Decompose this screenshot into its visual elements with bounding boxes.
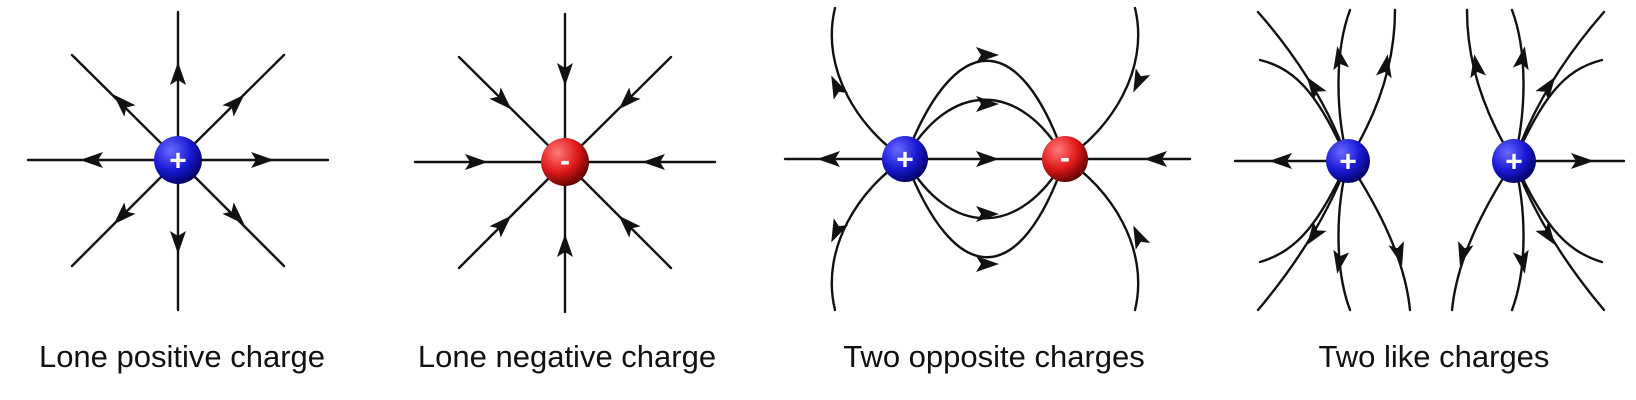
panel-lone-negative: - (413, 12, 717, 314)
panel-label-two-opposite: Two opposite charges (843, 339, 1145, 374)
field-lines (1233, 8, 1626, 312)
plus-sign-icon: + (169, 145, 187, 178)
arrowhead-icon (1535, 221, 1556, 246)
plus-sign-icon: + (896, 144, 914, 177)
arrowhead-icon (557, 63, 573, 86)
field-line (1346, 159, 1412, 312)
arrowhead-icon (976, 206, 999, 222)
arrowhead-icon (976, 256, 999, 272)
panel-two-opposite: + - (783, 6, 1192, 312)
negative-charge: - (1042, 136, 1088, 182)
arrowhead-icon (618, 87, 641, 110)
positive-charge: + (1326, 139, 1370, 183)
field-line (1346, 8, 1397, 163)
arrowhead-icon (1333, 249, 1350, 274)
arrowhead-icon (1269, 153, 1292, 169)
charge-sphere (154, 136, 202, 184)
arrowhead-icon (831, 218, 849, 243)
panel-two-like: + + (1233, 8, 1626, 312)
field-arrows (80, 62, 274, 254)
arrowhead-icon (1133, 68, 1151, 93)
arrowhead-icon (80, 152, 103, 168)
field-lines (413, 12, 717, 314)
field-line (830, 6, 907, 161)
positive-charge: + (882, 136, 928, 182)
field-line (903, 59, 1067, 161)
panel-label-lone-negative: Lone negative charge (417, 339, 717, 374)
panel-label-lone-positive: Lone positive charge (38, 339, 326, 374)
arrowhead-icon (976, 96, 999, 112)
arrowhead-icon (618, 215, 641, 238)
arrowhead-icon (642, 154, 665, 170)
charge-sphere (1326, 139, 1370, 183)
panel-lone-positive: + (26, 10, 330, 312)
plus-sign-icon: + (1339, 146, 1357, 179)
arrowhead-icon (222, 94, 245, 117)
field-line (457, 55, 567, 164)
field-line (563, 160, 673, 270)
plus-sign-icon: + (1505, 146, 1523, 179)
arrowhead-icon (1458, 241, 1474, 266)
negative-charge: - (541, 138, 589, 186)
arrowhead-icon (489, 87, 512, 110)
arrowhead-icon (489, 215, 512, 238)
arrowhead-icon (1333, 46, 1350, 71)
arrowhead-icon (465, 154, 488, 170)
field-arrows (1269, 46, 1594, 274)
field-line (1450, 159, 1516, 312)
charge-sphere (1492, 139, 1536, 183)
arrowhead-icon (1375, 54, 1392, 79)
arrowhead-icon (170, 62, 186, 85)
field-arrows (465, 63, 665, 257)
arrowhead-icon (251, 152, 274, 168)
arrowhead-icon (831, 75, 849, 100)
arrowhead-icon (557, 234, 573, 257)
arrowhead-icon (1306, 221, 1327, 246)
positive-charge: + (154, 136, 202, 184)
field-line (830, 157, 907, 312)
arrowhead-icon (1306, 76, 1327, 101)
arrowhead-icon (222, 202, 245, 225)
field-arrows (817, 47, 1167, 272)
charge-sphere (541, 138, 589, 186)
field-line (1063, 157, 1140, 312)
field-line (563, 55, 673, 164)
arrowhead-icon (817, 151, 840, 167)
arrowhead-icon (1388, 241, 1404, 266)
panel-label-two-like: Two like charges (1318, 339, 1550, 374)
arrowhead-icon (1512, 46, 1529, 71)
arrowhead-icon (1512, 249, 1529, 274)
minus-sign-icon: - (1060, 142, 1070, 175)
arrowhead-icon (113, 202, 136, 225)
positive-charge: + (1492, 139, 1536, 183)
field-line (903, 157, 1067, 259)
arrowhead-icon (170, 231, 186, 254)
arrowhead-icon (1470, 54, 1487, 79)
arrowhead-icon (1133, 225, 1151, 250)
field-line (457, 160, 567, 270)
charge-sphere (882, 136, 928, 182)
arrowhead-icon (1535, 76, 1556, 101)
field-line (1465, 8, 1516, 163)
field-line (176, 53, 286, 162)
field-line (1063, 6, 1140, 161)
arrowhead-icon (976, 47, 999, 63)
minus-sign-icon: - (560, 145, 570, 178)
arrowhead-icon (113, 94, 136, 117)
arrowhead-icon (1571, 153, 1594, 169)
arrowhead-icon (1144, 151, 1167, 167)
arrowhead-icon (976, 151, 999, 167)
charge-sphere (1042, 136, 1088, 182)
